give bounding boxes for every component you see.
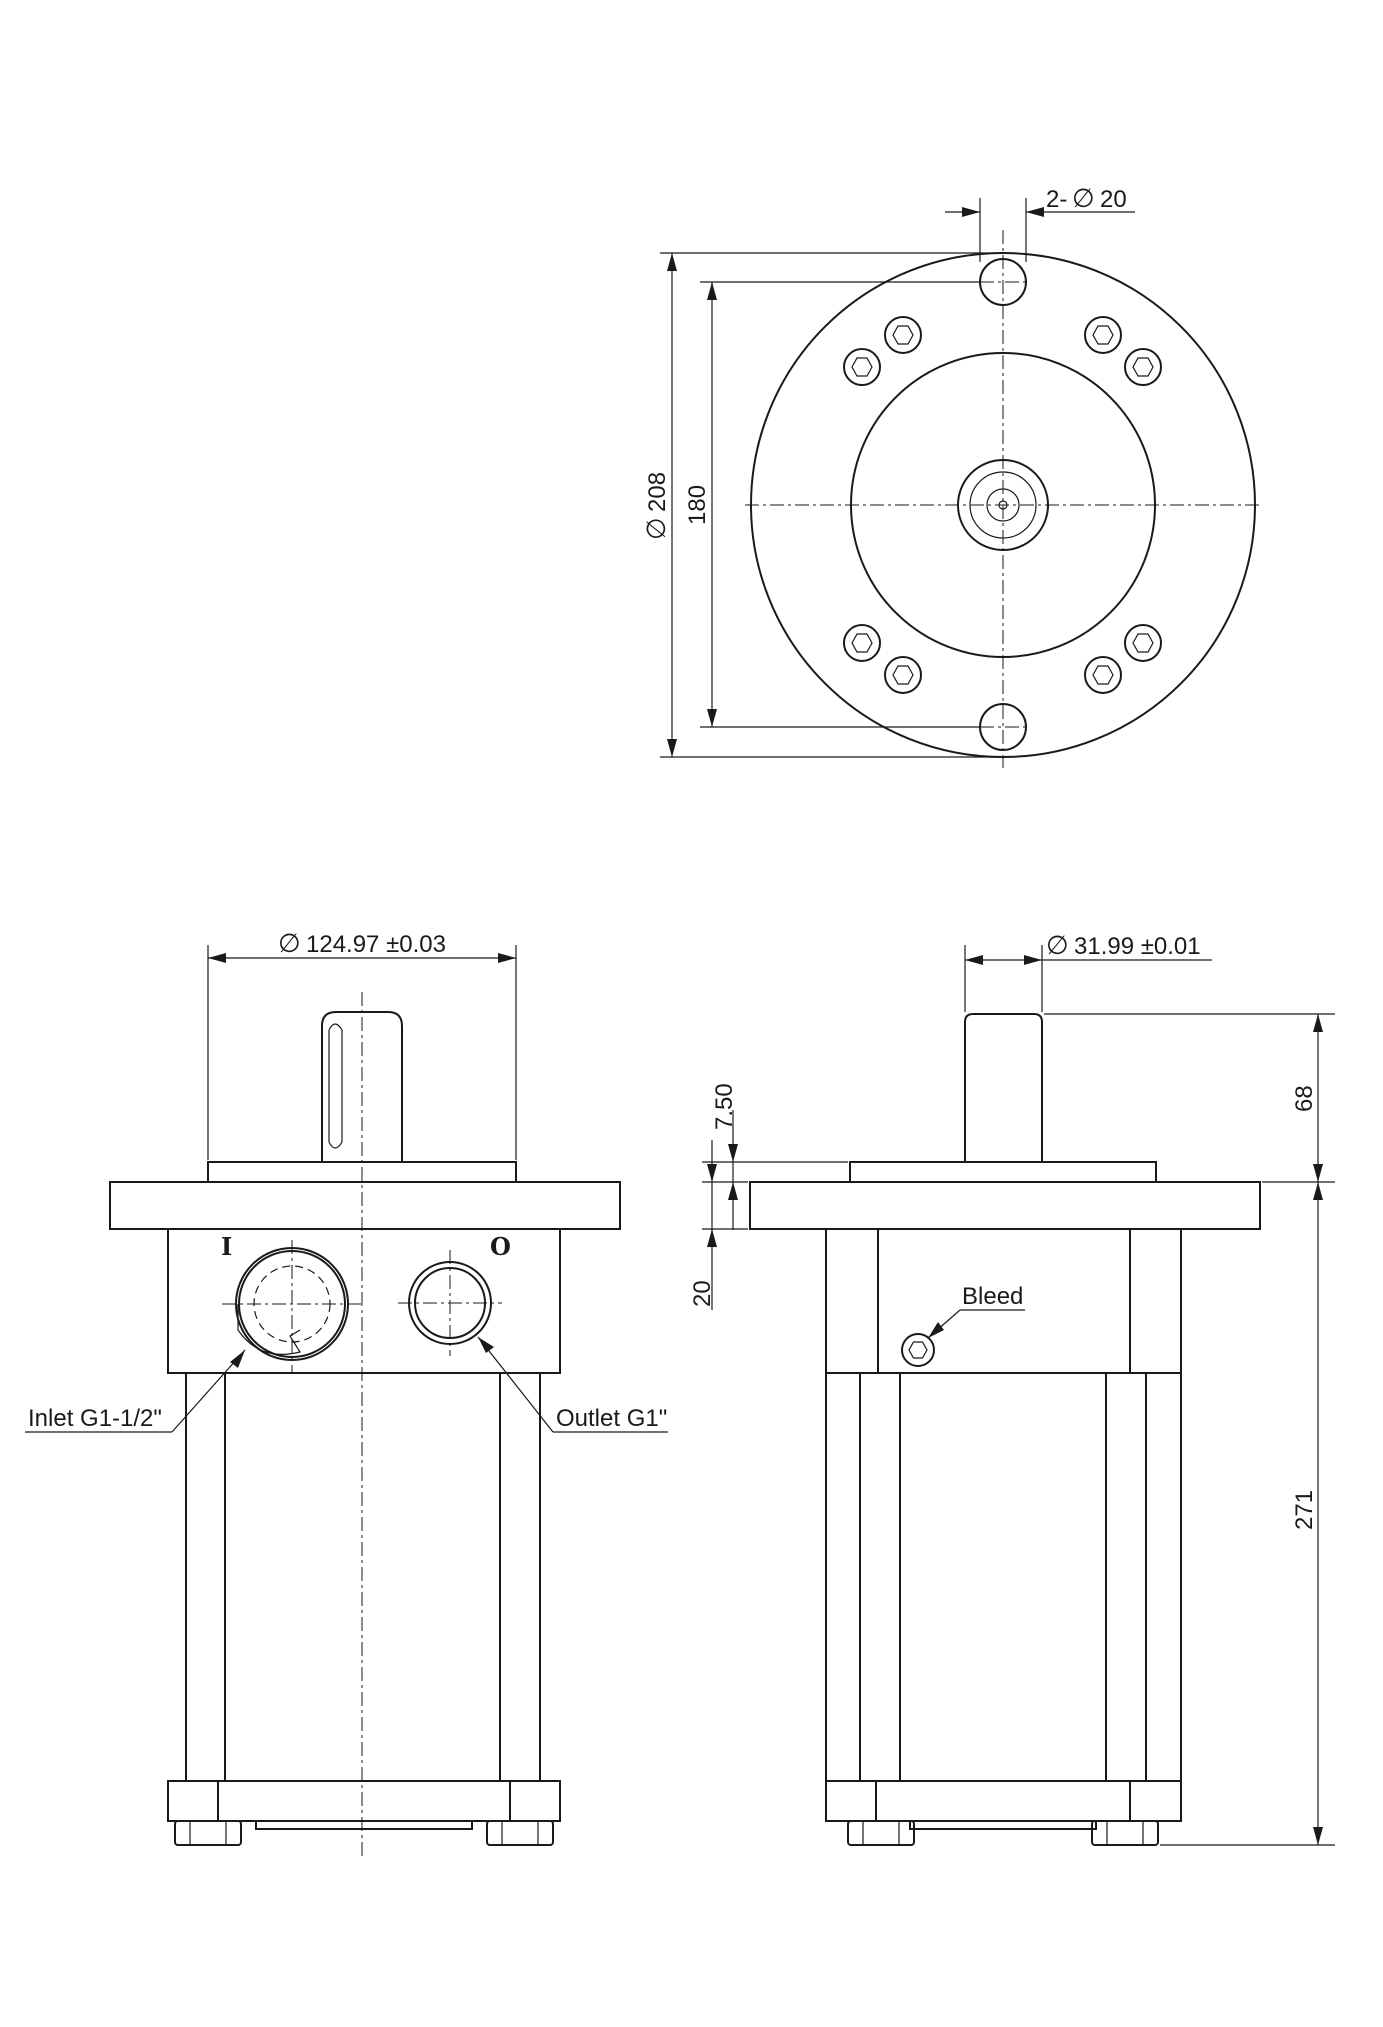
base-plate: [167, 1780, 561, 1822]
bolt-icon: [884, 316, 922, 354]
body-length-text: 271: [1291, 1490, 1318, 1530]
shaft-key: [328, 1023, 343, 1149]
shaft-length-text: 68: [1291, 1085, 1318, 1112]
foot: [174, 1820, 242, 1846]
diameter-symbol: ∅: [1072, 184, 1095, 214]
bolt-icon: [843, 348, 881, 386]
flange-dia-dimension: ∅ 208: [642, 252, 1003, 758]
outlet-mark: O: [490, 1232, 511, 1261]
base-recess: [909, 1820, 1097, 1830]
inlet-leader: Inlet G1-1/2": [25, 1349, 246, 1433]
hole-count-text: 2-: [1046, 186, 1067, 213]
bolt-pitch-text: 180: [684, 485, 711, 525]
bolt-pitch-dimension: 180: [684, 281, 980, 728]
bolt-icon: [884, 656, 922, 694]
pilot-height-dimension: 7.50: [702, 1083, 848, 1230]
bolt-icon: [1084, 656, 1122, 694]
bleed-leader: Bleed: [927, 1283, 1025, 1339]
flange-dia-text: 208: [644, 472, 671, 512]
foot: [486, 1820, 554, 1846]
flange-thickness-text: 20: [689, 1280, 716, 1307]
base-plate: [825, 1780, 1182, 1822]
foot: [847, 1820, 915, 1846]
diameter-symbol: ∅: [278, 929, 301, 959]
bolt-icon: [1124, 348, 1162, 386]
foot: [1091, 1820, 1159, 1846]
outlet-label: Outlet G1": [556, 1405, 667, 1432]
outlet-leader: Outlet G1": [477, 1336, 668, 1433]
body-length-dimension: 271: [1160, 1182, 1335, 1846]
hole-dimension: 2- ∅ 20: [945, 184, 1135, 262]
flange: [109, 1181, 621, 1230]
bolt-icon: [843, 624, 881, 662]
bolt-icon: [1124, 624, 1162, 662]
body: [825, 1372, 1182, 1782]
pilot: [849, 1161, 1157, 1183]
inlet-port-detail: [237, 1304, 301, 1355]
bleed-screw-icon: [901, 1333, 935, 1367]
flange-thickness-dimension: 20: [689, 1140, 717, 1310]
shaft-dia-text: 31.99 ±0.01: [1074, 933, 1201, 960]
pilot-dia-text: 124.97 ±0.03: [306, 931, 446, 958]
diameter-symbol: ∅: [642, 517, 672, 540]
shaft-length-dimension: 68: [1044, 1013, 1335, 1183]
front-view: I O: [25, 929, 668, 1858]
shaft: [964, 1013, 1043, 1162]
bolt-icon: [1084, 316, 1122, 354]
bleed-label: Bleed: [962, 1283, 1023, 1310]
base-recess: [255, 1820, 473, 1830]
diameter-symbol: ∅: [1046, 931, 1069, 961]
pilot-height-text: 7.50: [711, 1083, 738, 1130]
inlet-label: Inlet G1-1/2": [28, 1405, 162, 1432]
shaft-dia-dimension: ∅ 31.99 ±0.01: [964, 931, 1212, 1012]
pilot-dia-dimension: ∅ 124.97 ±0.03: [207, 929, 517, 1160]
flange: [749, 1181, 1261, 1230]
body: [185, 1372, 541, 1782]
hole-dia-text: 20: [1100, 186, 1127, 213]
top-view: 2- ∅ 20 ∅ 208 180: [642, 184, 1262, 768]
inlet-mark: I: [221, 1232, 232, 1261]
side-view: ∅ 31.99 ±0.01 7.50 20 68: [689, 931, 1335, 1846]
